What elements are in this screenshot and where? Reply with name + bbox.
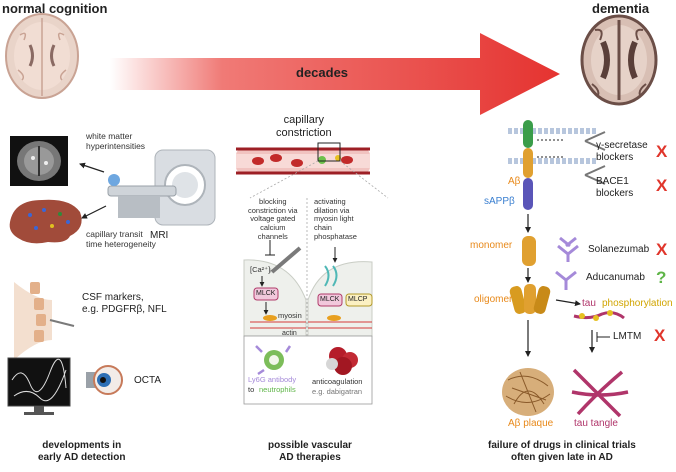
oligomer-icon [509,284,551,314]
left-caption: developments in early AD detection [38,440,126,463]
activating-label: activating dilation via myosin light cha… [314,197,357,241]
right-caption: failure of drugs in clinical trials ofte… [488,440,636,463]
ly6g-to-label: to [248,385,255,394]
anticoagulation-label: anticoagulation [312,377,363,386]
calcium-label: [Ca²⁺]ᵢ [250,265,272,274]
mlck-right-label: MLCK [320,296,340,303]
blocking-label: blocking constriction via voltage gated … [248,197,298,241]
abeta-plaque-label: Aβ plaque [508,418,554,429]
decades-arrow [110,33,560,115]
mri-label: MRI [150,230,169,241]
solanezumab-x-mark: X [656,240,668,259]
solanezumab-label: Solanezumab [588,244,650,255]
wmh-label: white matter hyperintensities [86,131,146,151]
actin-label: actin [282,330,297,337]
bace1-label: BACE1 blockers [596,176,634,199]
antibody-solanezumab-icon [557,236,579,262]
tau-protein-icon [573,310,625,321]
monomer-label: monomer [470,240,513,251]
ly6g-label: Ly6G antibody [248,375,297,384]
bace1-x-mark: X [656,176,668,195]
lmtm-x-mark: X [654,326,666,345]
octa-label: OCTA [134,375,162,386]
csf-label: CSF markers, e.g. PDGFRβ, NFL [82,292,167,315]
header-normal-cognition: normal cognition [2,1,108,16]
antibody-aducanumab-icon [555,270,577,290]
sappb-label: sAPPβ [484,196,515,207]
myosin-label: myosin [278,311,302,320]
spine-icon [14,282,75,360]
neutrophil-icon [255,345,292,376]
octa-monitor-icon [7,357,71,415]
gamma-secretase-label: γ-secretase blockers [596,140,648,163]
dabigatran-label: e.g. dabigatran [312,387,363,396]
aducanumab-question-mark: ? [656,268,667,287]
tau-tangle-label: tau tangle [574,418,618,429]
healthy-brain-icon [5,13,79,99]
transit-label: capillary transit time heterogeneity [86,229,156,249]
tau-label: tau [582,298,596,309]
mri-machine-icon [107,149,216,226]
cell-membrane-icon [508,126,606,185]
abeta-label: Aβ [508,176,521,187]
mlcp-label: MLCP [348,296,368,303]
amyloid-plaque-icon [502,368,554,416]
neutrophils-label: neutrophils [259,385,296,394]
header-dementia: dementia [592,1,650,16]
capillary-constriction-title: capillary constriction [276,114,332,139]
smooth-muscle-cell-left [243,246,307,337]
aducanumab-label: Aducanumab [586,272,645,283]
lmtm-label: LMTM [613,331,642,342]
capillary-vessel-icon [236,142,370,175]
monomer-icon [522,236,536,266]
smooth-muscle-cell-right [307,261,373,337]
tau-tangle-icon [571,368,629,418]
decades-label: decades [296,65,349,80]
oligomer-label: oligomer [474,294,513,305]
phosphorylation-label: phosphorylation [602,298,673,309]
dementia-brain-icon [580,14,658,106]
gamma-x-mark: X [656,142,668,161]
eye-icon [86,365,123,395]
middle-caption: possible vascular AD therapies [268,440,352,463]
app-protein-icon [523,120,533,210]
mri-scan-icon [10,136,68,186]
clot-icon [326,347,358,375]
cortex-map-icon [9,199,82,244]
mlck-left-label: MLCK [256,290,276,297]
